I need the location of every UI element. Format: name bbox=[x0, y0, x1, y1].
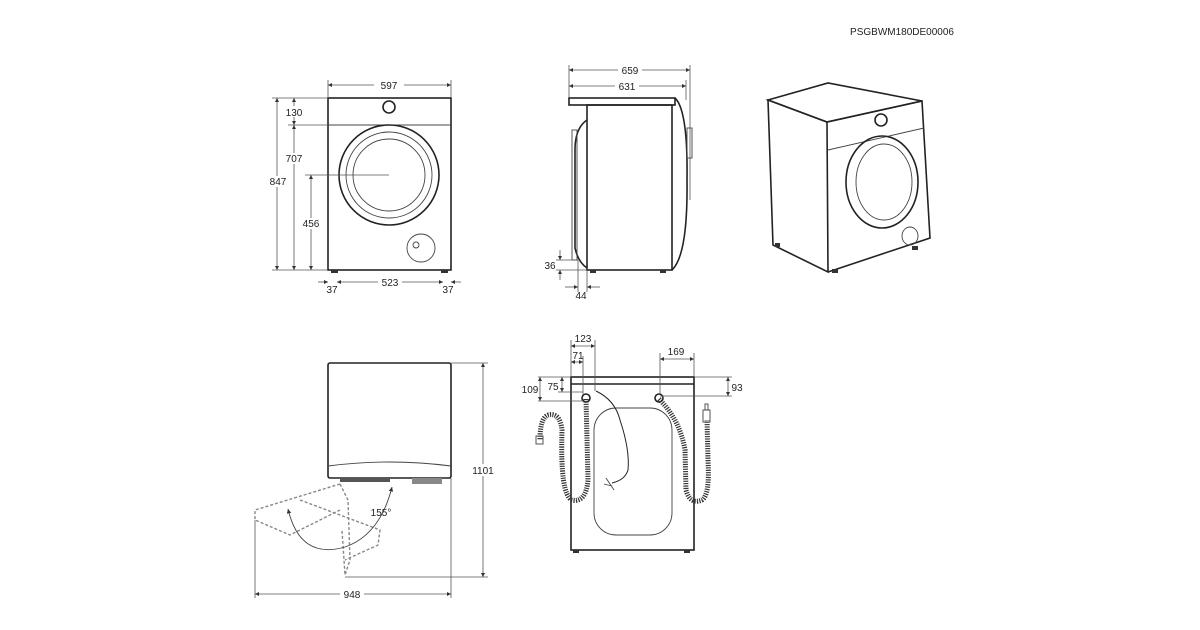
dim-left-height-outer: 109 bbox=[522, 385, 539, 396]
perspective-view bbox=[765, 82, 931, 274]
dim-right-height: 93 bbox=[731, 383, 743, 394]
dim-foot-height: 36 bbox=[544, 261, 556, 272]
dim-depth-body: 631 bbox=[619, 82, 636, 93]
dim-left-height-inner: 75 bbox=[547, 382, 559, 393]
dim-foot-right: 37 bbox=[442, 285, 454, 296]
dim-inlet-left-outer: 123 bbox=[575, 334, 592, 345]
back-view: 123 71 169 109 75 93 bbox=[522, 334, 743, 553]
dim-below-panel: 707 bbox=[286, 154, 303, 165]
dim-height-total: 847 bbox=[270, 177, 287, 188]
dim-width-open: 948 bbox=[344, 590, 361, 601]
dim-width: 597 bbox=[381, 81, 398, 92]
side-view: 659 631 36 44 bbox=[544, 64, 693, 302]
dim-door-protrusion: 44 bbox=[575, 291, 587, 302]
dim-door-angle: 155° bbox=[371, 508, 392, 519]
dim-foot-spacing: 523 bbox=[382, 278, 399, 289]
dim-panel-height: 130 bbox=[286, 108, 303, 119]
dim-inlet-left-inner: 71 bbox=[572, 351, 584, 362]
front-view: 597 847 130 707 456 523 37 37 bbox=[268, 79, 461, 296]
dim-depth-open: 1101 bbox=[472, 466, 494, 477]
program-knob bbox=[382, 100, 396, 114]
dim-foot-left: 37 bbox=[326, 285, 338, 296]
dim-drain-right: 169 bbox=[668, 347, 685, 358]
dim-depth-total: 659 bbox=[622, 66, 639, 77]
dim-door-center: 456 bbox=[303, 219, 320, 230]
pump-cover bbox=[406, 233, 436, 263]
document-code: PSGBWM180DE00006 bbox=[850, 27, 954, 38]
top-view: 155° 1101 948 bbox=[254, 362, 496, 601]
